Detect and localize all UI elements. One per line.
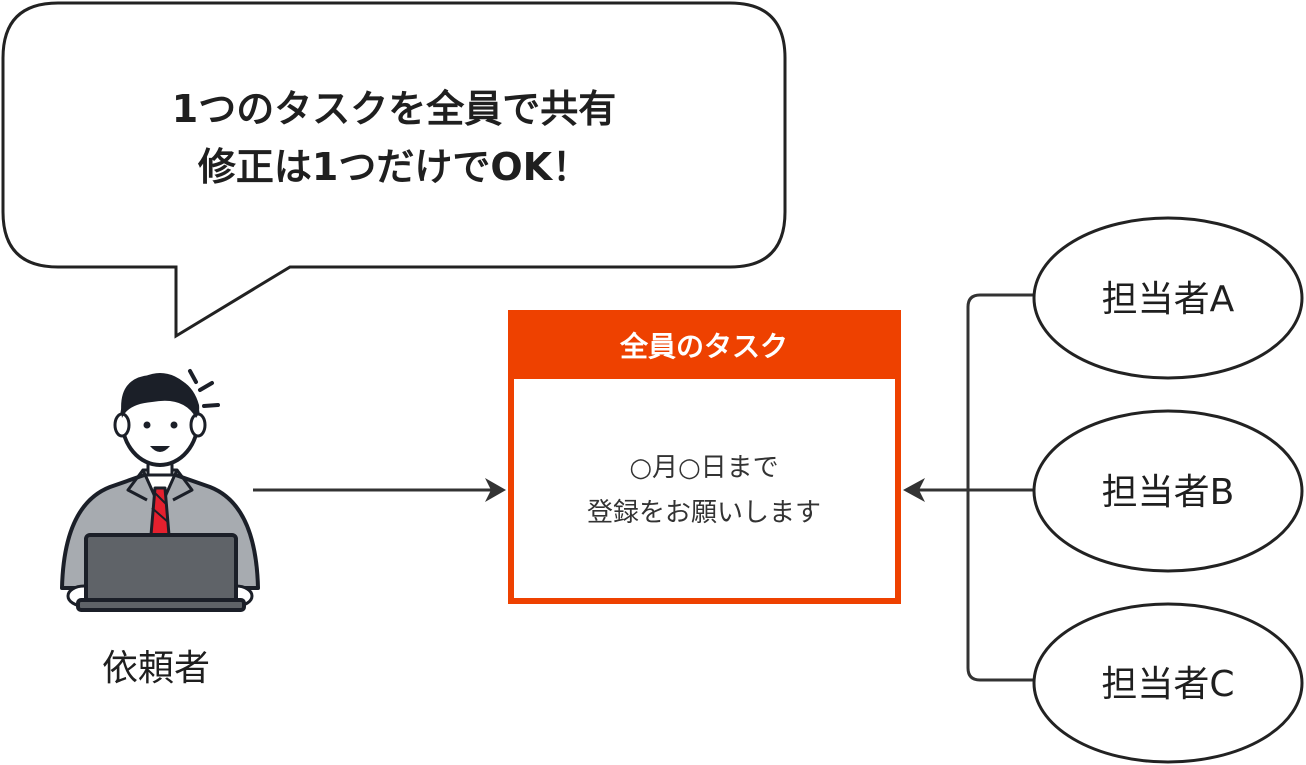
speech-bubble: 1つのタスクを全員で共有 修正は1つだけでOK！ xyxy=(1,1,787,339)
arrow-assignees-to-task xyxy=(903,478,925,502)
assignee-a: 担当者A xyxy=(1032,216,1304,380)
assignee-c-label: 担当者C xyxy=(1101,664,1234,705)
assignee-b-label: 担当者B xyxy=(1102,472,1235,513)
speech-bubble-line1: 1つのタスクを全員で共有 xyxy=(172,87,616,131)
assignee-a-label: 担当者A xyxy=(1102,279,1235,320)
arrow-requester-to-task xyxy=(253,478,506,502)
task-card-header xyxy=(511,313,898,379)
assignee-connector xyxy=(918,293,1034,682)
assignee-b: 担当者B xyxy=(1032,409,1304,573)
requester-person-icon xyxy=(60,369,260,612)
speech-bubble-line2: 修正は1つだけでOK！ xyxy=(198,145,590,189)
task-card-title: 全員のタスク xyxy=(619,330,788,363)
task-card-body-line2: 登録をお願いします xyxy=(587,498,821,528)
laptop-icon xyxy=(84,533,238,611)
assignee-c: 担当者C xyxy=(1032,602,1304,764)
speech-bubble-shape xyxy=(1,1,787,339)
task-card-body-line1: ○月○日まで xyxy=(629,453,778,483)
task-card: 全員のタスク ○月○日まで 登録をお願いします xyxy=(508,310,901,604)
requester-label: 依頼者 xyxy=(102,648,210,689)
exclamation-marks xyxy=(188,369,220,408)
